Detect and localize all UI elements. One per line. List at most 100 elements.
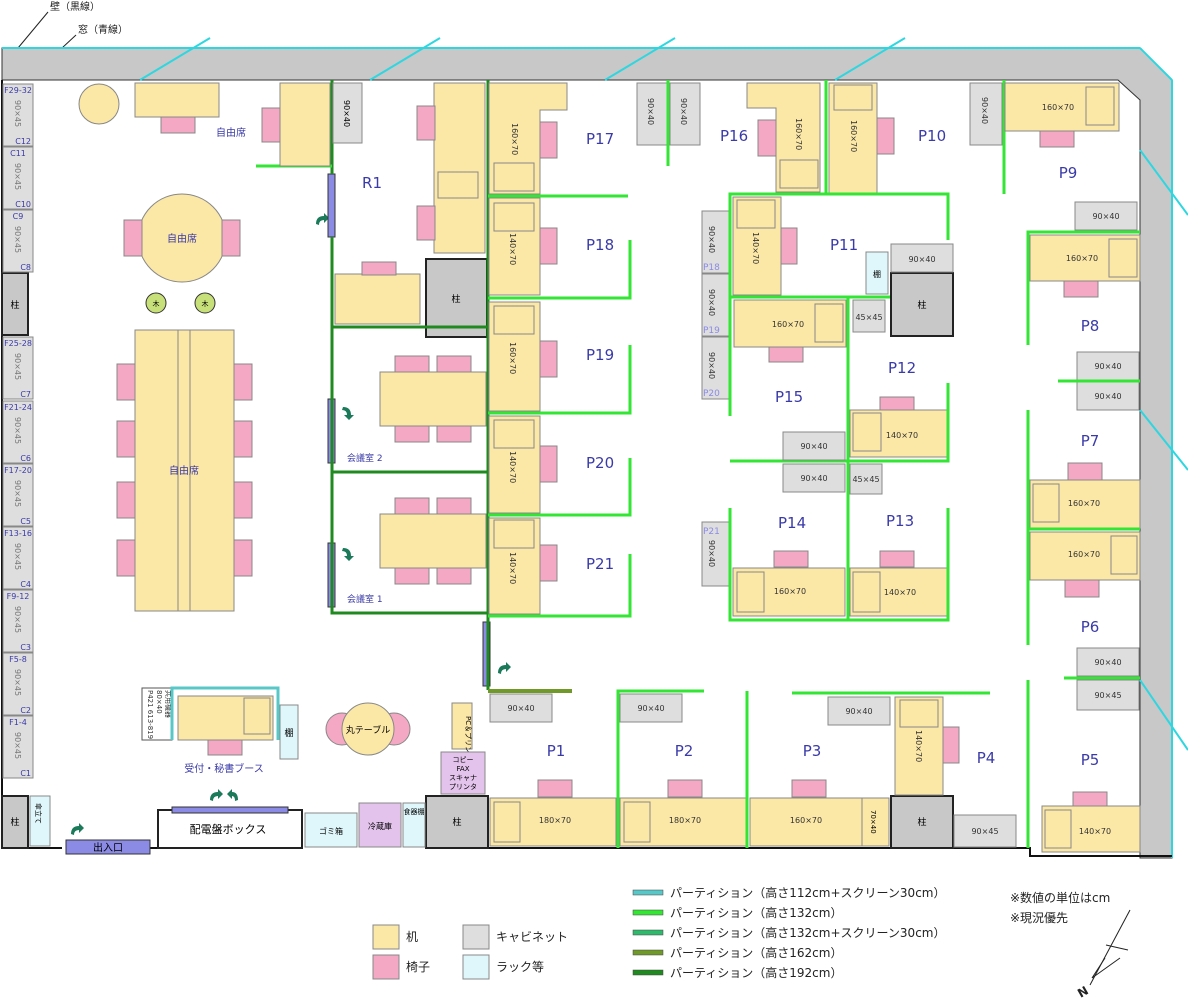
room-P6: P6 — [1081, 618, 1100, 636]
cabinet-size-label: 90×45 — [13, 417, 22, 444]
svg-text:90×40: 90×40 — [707, 540, 716, 567]
window-leader-line — [61, 34, 77, 49]
cabinet-top-label: F25-28 — [4, 339, 32, 348]
plant-icon: 木 木 — [145, 292, 216, 314]
svg-text:90×40: 90×40 — [980, 97, 989, 124]
cabinet-bottom-label: C4 — [20, 580, 31, 589]
room-P10: P10 — [918, 127, 946, 145]
svg-text:90×40: 90×40 — [342, 100, 351, 127]
cabinet-size-label: 90×45 — [13, 480, 22, 507]
svg-text:70×40: 70×40 — [869, 810, 877, 834]
svg-text:140×70: 140×70 — [884, 588, 916, 597]
svg-text:柱: 柱 — [10, 816, 19, 828]
svg-text:90×45: 90×45 — [1094, 691, 1121, 700]
cabinet-top-label: F21-24 — [4, 403, 32, 412]
cabinet-bottom-label: C6 — [20, 454, 31, 463]
note-units: ※数値の単位はcm — [1010, 890, 1110, 905]
cabinet-bottom-label: C8 — [20, 263, 31, 272]
svg-text:P21: P21 — [703, 527, 720, 537]
svg-text:共用機器: 共用機器 — [164, 690, 173, 718]
svg-text:140×70: 140×70 — [508, 451, 517, 483]
cabinet-size-label: 90×45 — [13, 163, 22, 190]
svg-text:160×70: 160×70 — [772, 320, 804, 329]
room-P12: P12 — [888, 359, 916, 377]
svg-text:棚: 棚 — [873, 269, 881, 279]
cabinet-top-label: F13-16 — [4, 529, 32, 538]
pillars: 柱 柱 柱 柱 柱 柱 — [1, 258, 954, 849]
partition-swatch — [632, 909, 664, 916]
legend-chair: 椅子 — [406, 960, 430, 974]
svg-text:90×40: 90×40 — [707, 226, 716, 253]
partition-legend-label: パーティション（高さ112cm+スクリーン30cm） — [670, 885, 945, 900]
cabinet-size-label: 90×45 — [13, 543, 22, 570]
svg-text:90×40: 90×40 — [707, 352, 716, 379]
svg-text:柱: 柱 — [917, 299, 926, 311]
svg-text:160×70: 160×70 — [794, 118, 803, 150]
svg-text:FAX: FAX — [457, 765, 470, 773]
room-P5: P5 — [1081, 751, 1100, 769]
svg-text:P421 613-819: P421 613-819 — [146, 690, 154, 739]
svg-text:160×70: 160×70 — [1066, 254, 1098, 263]
wall-leader-line — [17, 11, 49, 49]
legend-rack: ラック等 — [496, 960, 544, 974]
cabinet-bottom-label: C12 — [15, 137, 31, 146]
cabinet-size-label: 90×45 — [13, 669, 22, 696]
partition-legend-label: パーティション（高さ132cm） — [670, 905, 842, 920]
reception-booth: P421 613-819 80×40 共用機器 棚 受付・秘書ブース — [141, 686, 299, 775]
switchboard-label: 配電盤ボックス — [190, 823, 267, 836]
svg-text:160×70: 160×70 — [510, 123, 519, 155]
cabinet-bottom-label: C2 — [20, 706, 31, 715]
svg-text:柱: 柱 — [452, 816, 461, 828]
meeting-room-2: 会議室 2 — [347, 452, 383, 464]
round-table: 丸テーブル — [325, 702, 411, 756]
svg-text:160×70: 160×70 — [849, 120, 858, 152]
svg-text:プリンタ: プリンタ — [449, 782, 477, 791]
svg-text:90×40: 90×40 — [1094, 362, 1121, 371]
color-legend: 机 椅子 キャビネット ラック等 — [372, 924, 568, 980]
svg-text:90×40: 90×40 — [800, 474, 827, 483]
cabinet-top-label: F1-4 — [9, 718, 27, 727]
svg-text:食器棚: 食器棚 — [404, 807, 425, 816]
svg-text:90×40: 90×40 — [845, 707, 872, 716]
svg-text:160×70: 160×70 — [1042, 103, 1074, 112]
pc-printer-rack: PC＆プリンタ コピー FAX スキャナ プリンタ — [440, 702, 486, 795]
window-markers — [139, 37, 1188, 751]
room-P8: P8 — [1081, 317, 1100, 335]
cabinet-top-label: F17-20 — [4, 466, 32, 475]
svg-text:コピー: コピー — [453, 756, 474, 764]
window-label: 窓（青線） — [78, 23, 128, 36]
svg-text:140×70: 140×70 — [886, 431, 918, 440]
svg-text:柱: 柱 — [10, 299, 19, 311]
room-P13: P13 — [886, 512, 914, 530]
svg-text:90×40: 90×40 — [637, 704, 664, 713]
svg-text:160×70: 160×70 — [1068, 499, 1100, 508]
cabinet-top-label: F9-12 — [7, 592, 30, 601]
svg-text:180×70: 180×70 — [669, 816, 701, 825]
svg-text:140×70: 140×70 — [508, 552, 517, 584]
svg-text:ゴミ箱: ゴミ箱 — [319, 826, 343, 836]
partition-legend-label: パーティション（高さ132cm+スクリーン30cm） — [670, 925, 945, 940]
svg-text:90×45: 90×45 — [971, 827, 998, 836]
room-P18: P18 — [586, 236, 614, 254]
svg-text:木: 木 — [202, 299, 209, 308]
svg-text:180×70: 180×70 — [539, 816, 571, 825]
door-swing-arrow-icon — [71, 213, 511, 835]
svg-text:N: N — [1075, 983, 1091, 1000]
svg-text:傘立て: 傘立て — [34, 803, 43, 824]
svg-text:160×70: 160×70 — [790, 816, 822, 825]
svg-text:160×70: 160×70 — [774, 587, 806, 596]
room-P17: P17 — [586, 130, 614, 148]
svg-text:冷蔵庫: 冷蔵庫 — [368, 821, 392, 831]
room-P20: P20 — [586, 454, 614, 472]
meeting-room-1: 会議室 1 — [347, 593, 383, 605]
svg-text:P20: P20 — [703, 389, 720, 399]
svg-text:木: 木 — [153, 299, 160, 308]
svg-text:80×40: 80×40 — [155, 690, 163, 714]
svg-text:90×40: 90×40 — [1092, 212, 1119, 221]
left-cabinet-column: F29-3290×45C12C1190×45C10C990×45C8F25-28… — [2, 83, 34, 779]
svg-text:90×40: 90×40 — [1094, 658, 1121, 667]
svg-text:140×70: 140×70 — [914, 730, 923, 762]
